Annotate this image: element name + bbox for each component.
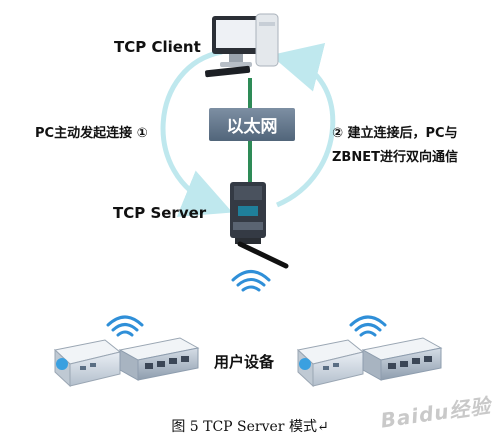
right-arrow: [270, 43, 336, 208]
wifi-icon: [106, 315, 144, 337]
wifi-icon: [349, 315, 387, 337]
bidirectional-line-1: ② 建立连接后，PC与: [332, 126, 458, 141]
tcp-server-label: TCP Server: [113, 204, 207, 222]
desktop-pc-icon: [205, 13, 279, 78]
network-switch-icon: [296, 339, 365, 388]
zbnet-gateway-icon: [230, 182, 289, 269]
wifi-icon: [231, 270, 271, 292]
user-devices-label: 用户设备: [214, 353, 275, 371]
network-switch-icon: [53, 339, 122, 388]
left-arrow: [160, 49, 233, 217]
pc-initiates-label: PC主动发起连接 ①: [35, 126, 148, 141]
bidirectional-line-2: ZBNET进行双向通信: [332, 150, 458, 165]
tcp-client-label: TCP Client: [114, 38, 201, 56]
network-switch-icon: [361, 337, 443, 381]
figure-caption: 图 5 TCP Server 模式↵: [171, 419, 329, 435]
network-switch-icon: [118, 337, 200, 381]
bidirectional-label: ② 建立连接后，PC与 ZBNET进行双向通信: [332, 122, 458, 170]
ethernet-label: 以太网: [209, 108, 295, 141]
